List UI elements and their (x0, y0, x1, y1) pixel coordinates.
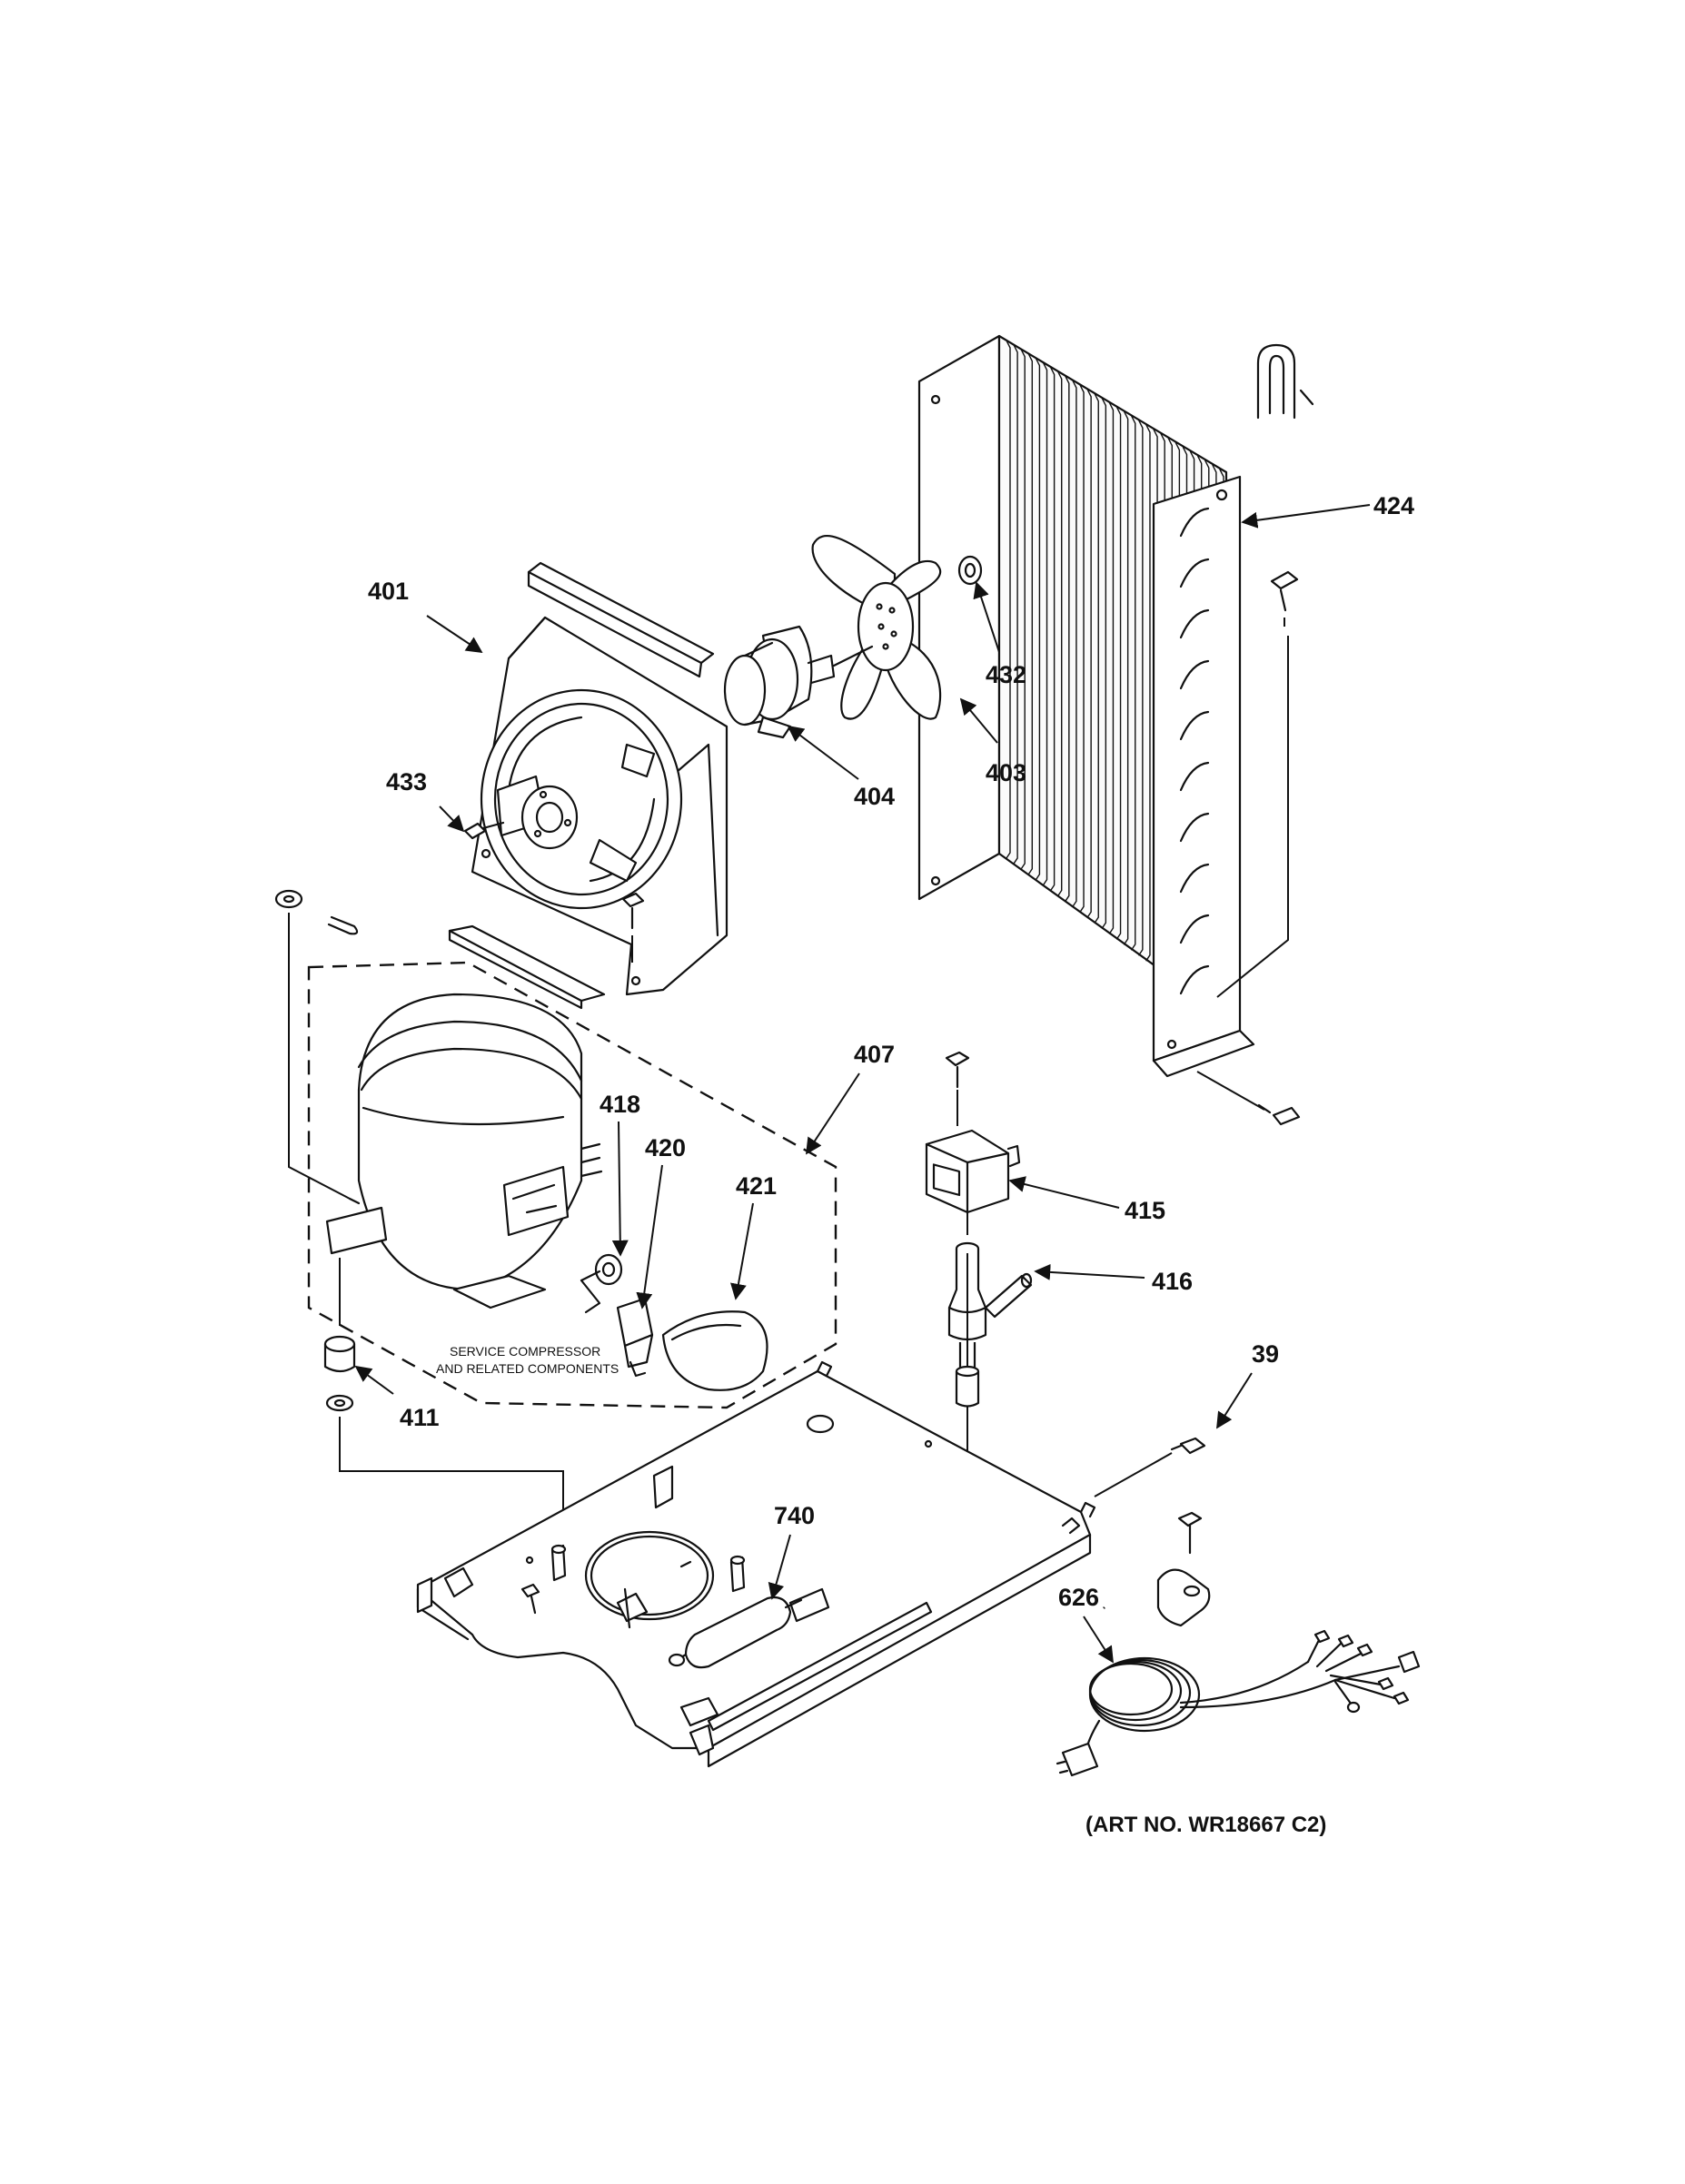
service-note-line2: AND RELATED COMPONENTS (436, 1361, 619, 1376)
condenser-fin (1027, 352, 1034, 875)
condenser-fin (1101, 397, 1107, 929)
cord-clamp (1156, 1511, 1211, 1627)
condenser-fin (1035, 357, 1041, 881)
condenser-tube-bends (1179, 507, 1210, 995)
condenser-tube-bend (1179, 863, 1210, 894)
condenser-fin (1020, 349, 1026, 870)
condenser-fin (1145, 424, 1151, 962)
washer-bottom (325, 1394, 354, 1412)
power-cord (1056, 1629, 1421, 1777)
condenser-fin (1115, 406, 1122, 940)
condenser-fin (1065, 375, 1070, 903)
condenser-fin (1123, 410, 1129, 945)
shroud-screw-left (463, 821, 505, 840)
condenser-fin (1042, 361, 1048, 886)
condenser-tube-bend (1179, 558, 1210, 588)
callout-424: 424 (1373, 492, 1414, 519)
fan-blade (811, 535, 942, 720)
callout-418: 418 (600, 1091, 640, 1118)
solenoid-valve (925, 1129, 1021, 1214)
condenser-tube-bend (1179, 812, 1210, 843)
fan-motor (723, 625, 874, 739)
condenser-tube-bend (1179, 914, 1210, 944)
condenser-screw-upper (1270, 570, 1299, 627)
condenser-fin (1057, 371, 1063, 897)
callout-432: 432 (986, 661, 1026, 688)
callout-404: 404 (854, 783, 895, 810)
grommet-top (274, 889, 303, 909)
start-relay (616, 1297, 654, 1378)
valve-screw (945, 1051, 970, 1089)
condenser-fin (1131, 415, 1136, 951)
condenser-tube-bend (1179, 507, 1210, 538)
condenser-fin (1086, 389, 1092, 918)
condenser-tube-bend (1179, 964, 1210, 995)
valve-fitting-lower (955, 1365, 980, 1408)
clip-top (327, 915, 359, 935)
fan-washer (957, 555, 983, 586)
callout-740: 740 (774, 1502, 815, 1529)
condenser-fin (1108, 401, 1115, 934)
grommet-mid (323, 1335, 356, 1373)
condenser-fin (1006, 340, 1011, 859)
callout-416: 416 (1152, 1268, 1193, 1295)
condenser-fin (1079, 384, 1085, 914)
condenser-fin (1138, 420, 1144, 956)
callout-421: 421 (736, 1172, 777, 1200)
relay-cover (661, 1310, 768, 1391)
callout-39: 39 (1252, 1340, 1279, 1368)
condenser-tube-bend (1179, 608, 1210, 639)
condenser-tube-bend (1179, 761, 1210, 792)
callout-415: 415 (1125, 1197, 1165, 1224)
condenser-fin (1049, 366, 1056, 892)
base-screw (1170, 1437, 1206, 1455)
callout-407: 407 (854, 1041, 895, 1068)
condenser-fin (1013, 344, 1018, 865)
callout-403: 403 (986, 759, 1026, 786)
fan-shroud (448, 561, 729, 1010)
compressor (325, 993, 603, 1309)
filter-drier (668, 1596, 803, 1669)
callout-433: 433 (386, 768, 427, 796)
condenser-tube-bend (1179, 710, 1210, 741)
callout-401: 401 (368, 578, 409, 605)
condenser-fin (1072, 380, 1077, 908)
condenser-fin (1094, 393, 1099, 924)
overload-protector (580, 1253, 623, 1286)
callout-411: 411 (400, 1404, 440, 1431)
service-note-line1: SERVICE COMPRESSOR (450, 1344, 600, 1359)
callout-420: 420 (645, 1134, 686, 1161)
condenser-coil (917, 334, 1314, 1078)
condenser-screw-lower (1257, 1103, 1301, 1126)
base-pan (416, 1360, 1096, 1768)
condenser-tube-bend (1179, 659, 1210, 690)
shroud-screw-lower (621, 892, 645, 930)
callout-626: 626 (1058, 1584, 1099, 1611)
capillary-tube (984, 1272, 1033, 1319)
art-number: (ART NO. WR18667 C2) (1085, 1813, 1326, 1837)
